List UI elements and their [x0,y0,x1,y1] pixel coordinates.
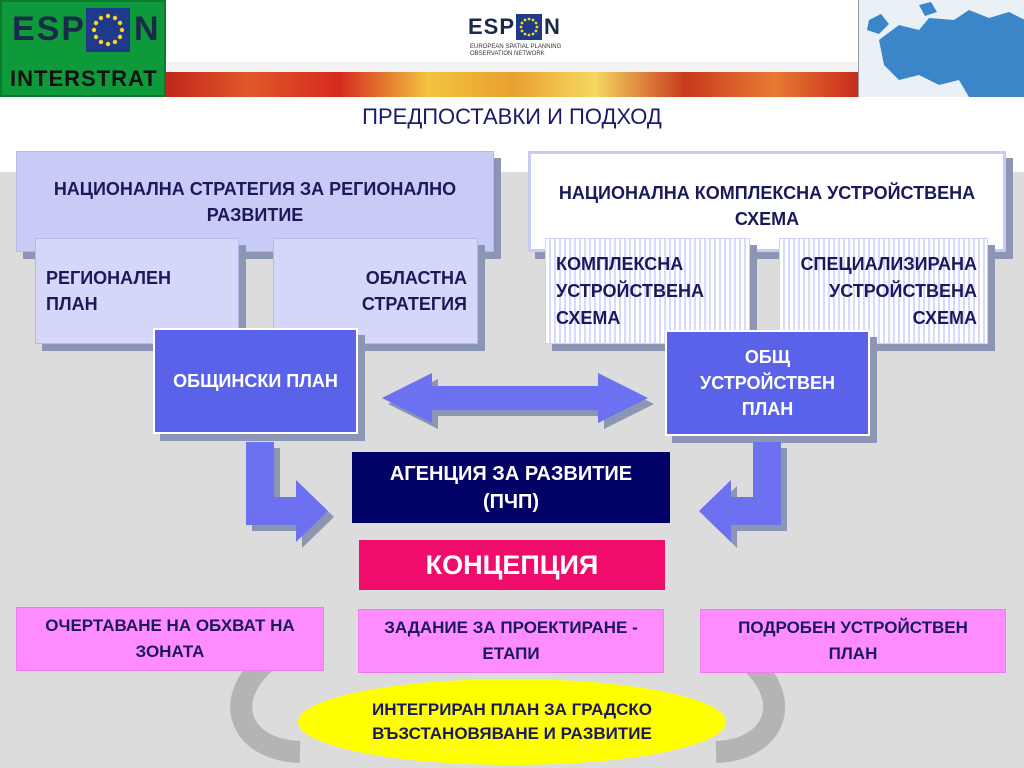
district-strategy-label: ОБЛАСТНА СТРАТЕГИЯ [361,268,467,314]
detailed-plan-label: ПОДРОБЕН УСТРОЙСТВЕН ПЛАН [738,618,968,663]
logo-center-tagline: EUROPEAN SPATIAL PLANNING OBSERVATION NE… [470,44,562,57]
espon-center-logo: ESP N EUROPEAN SPATIAL PLANNING OBSERVAT… [468,14,568,57]
complex-spatial-scheme-box: КОМПЛЕКСНА УСТРОЙСТВЕНА СХЕМА [545,238,750,344]
logo-left-word: ESP [12,10,87,48]
specialized-spatial-scheme-label: СПЕЦИАЛИЗИРАНА УСТРОЙСТВЕНА СХЕМА [800,253,977,328]
general-spatial-plan-box: ОБЩ УСТРОЙСТВЕН ПЛАН [665,330,870,436]
development-agency-label: АГЕНЦИЯ ЗА РАЗВИТИЕ (ПЧП) [389,462,633,513]
right-bend-arrow-icon [699,442,781,542]
left-curve-connector-icon [230,651,301,763]
national-spatial-scheme-label: НАЦИОНАЛНА КОМПЛЕКСНА УСТРОЙСТВЕНА СХЕМА [558,183,976,229]
zone-scope-box: ОЧЕРТАВАНЕ НА ОБХВАТ НА ЗОНАТА [16,607,324,671]
development-agency-box: АГЕНЦИЯ ЗА РАЗВИТИЕ (ПЧП) [352,452,670,523]
espon-interstrat-logo: ESP N INTERSTRAT [0,0,166,97]
complex-spatial-scheme-label: КОМПЛЕКСНА УСТРОЙСТВЕНА СХЕМА [556,253,704,328]
double-arrow-icon [382,373,648,423]
design-task-label: ЗАДАНИЕ ЗА ПРОЕКТИРАНЕ - ЕТАПИ [384,618,638,663]
right-curve-connector-icon [715,651,785,763]
specialized-spatial-scheme-box: СПЕЦИАЛИЗИРАНА УСТРОЙСТВЕНА СХЕМА [779,238,988,344]
detailed-plan-box: ПОДРОБЕН УСТРОЙСТВЕН ПЛАН [700,609,1006,673]
concept-label: КОНЦЕПЦИЯ [425,550,599,580]
design-task-box: ЗАДАНИЕ ЗА ПРОЕКТИРАНЕ - ЕТАПИ [358,609,664,673]
logo-center-word: ESP [468,14,516,39]
page-title: ПРЕДПОСТАВКИ И ПОДХОД [362,104,662,129]
eu-flag-small-icon [516,14,542,40]
integrated-plan-label: ИНТЕГРИРАН ПЛАН ЗА ГРАДСКО ВЪЗСТАНОВЯВАН… [372,700,652,743]
left-bend-arrow-icon [246,442,328,542]
logo-left-n: N [134,10,159,48]
municipal-plan-label: ОБЩИНСКИ ПЛАН [173,371,338,391]
general-spatial-plan-label: ОБЩ УСТРОЙСТВЕН ПЛАН [700,347,835,419]
europe-map-image [858,0,1024,97]
map-strip-image [166,72,858,97]
logo-center-n: N [544,14,561,39]
regional-plan-box: РЕГИОНАЛЕН ПЛАН [35,238,239,344]
national-regional-strategy-label: НАЦИОНАЛНА СТРАТЕГИЯ ЗА РЕГИОНАЛНО РАЗВИ… [53,179,457,225]
regional-plan-label: РЕГИОНАЛЕН ПЛАН [46,268,172,314]
integrated-plan-ellipse: ИНТЕГРИРАН ПЛАН ЗА ГРАДСКО ВЪЗСТАНОВЯВАН… [298,679,726,765]
zone-scope-label: ОЧЕРТАВАНЕ НА ОБХВАТ НА ЗОНАТА [45,616,295,661]
national-spatial-scheme-box: НАЦИОНАЛНА КОМПЛЕКСНА УСТРОЙСТВЕНА СХЕМА [528,151,1006,252]
municipal-plan-box: ОБЩИНСКИ ПЛАН [153,328,358,434]
district-strategy-box: ОБЛАСТНА СТРАТЕГИЯ [273,238,478,344]
eu-flag-icon [86,8,130,52]
concept-box: КОНЦЕПЦИЯ [359,540,665,590]
logo-left-subtitle: INTERSTRAT [10,66,158,91]
national-regional-strategy-box: НАЦИОНАЛНА СТРАТЕГИЯ ЗА РЕГИОНАЛНО РАЗВИ… [16,151,494,252]
